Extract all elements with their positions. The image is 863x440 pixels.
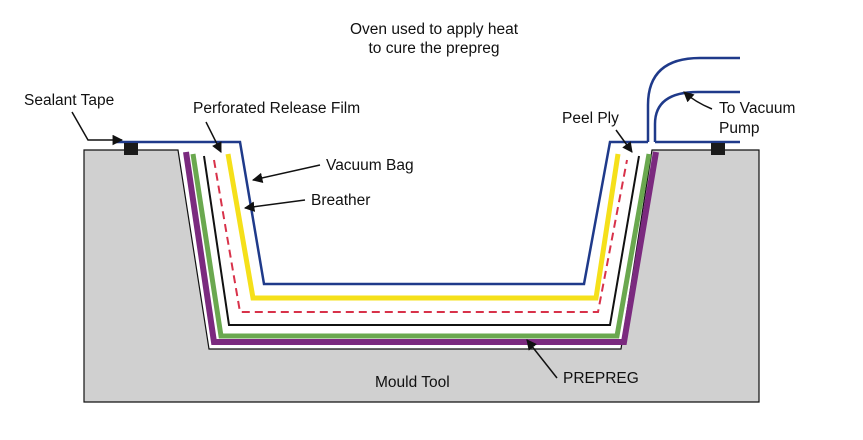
prepreg-green-layer <box>190 153 652 339</box>
breather-label: Breather <box>311 192 370 209</box>
prepreg-label: PREPREG <box>563 370 639 387</box>
vacuum-hose-outer <box>646 56 740 142</box>
vacuum-pump-label-line-1: To Vacuum <box>719 100 795 117</box>
peel-ply-leader <box>615 129 633 153</box>
breather-layer <box>225 153 621 301</box>
sealant-tape-label: Sealant Tape <box>24 92 114 109</box>
mould-tool-label: Mould Tool <box>375 374 450 391</box>
breather-leader <box>243 199 306 212</box>
perforated-release-film-leader <box>205 121 222 153</box>
vacuum-pump-leader <box>683 91 713 110</box>
oven-caption-line-2: to cure the prepreg <box>369 40 500 57</box>
mould-tool <box>83 149 760 403</box>
vacuum-hose-inner <box>653 90 740 142</box>
peel-ply-layer <box>203 155 640 326</box>
vacuum-pump-label-line-2: Pump <box>719 120 760 137</box>
sealant-tape-right <box>711 143 725 155</box>
sealant-tape-left <box>124 143 138 155</box>
perforated-release-film-layer <box>213 159 628 313</box>
peel-ply-label: Peel Ply <box>562 110 619 127</box>
sealant-tape-leader <box>71 111 124 146</box>
vacuum-bag-label: Vacuum Bag <box>326 157 414 174</box>
oven-caption-line-1: Oven used to apply heat <box>350 21 519 38</box>
prepreg-purple-layer <box>183 151 659 345</box>
vacuum-bag-leader <box>251 164 321 184</box>
prepreg-leader <box>526 339 558 379</box>
perforated-release-film-label: Perforated Release Film <box>193 100 360 117</box>
